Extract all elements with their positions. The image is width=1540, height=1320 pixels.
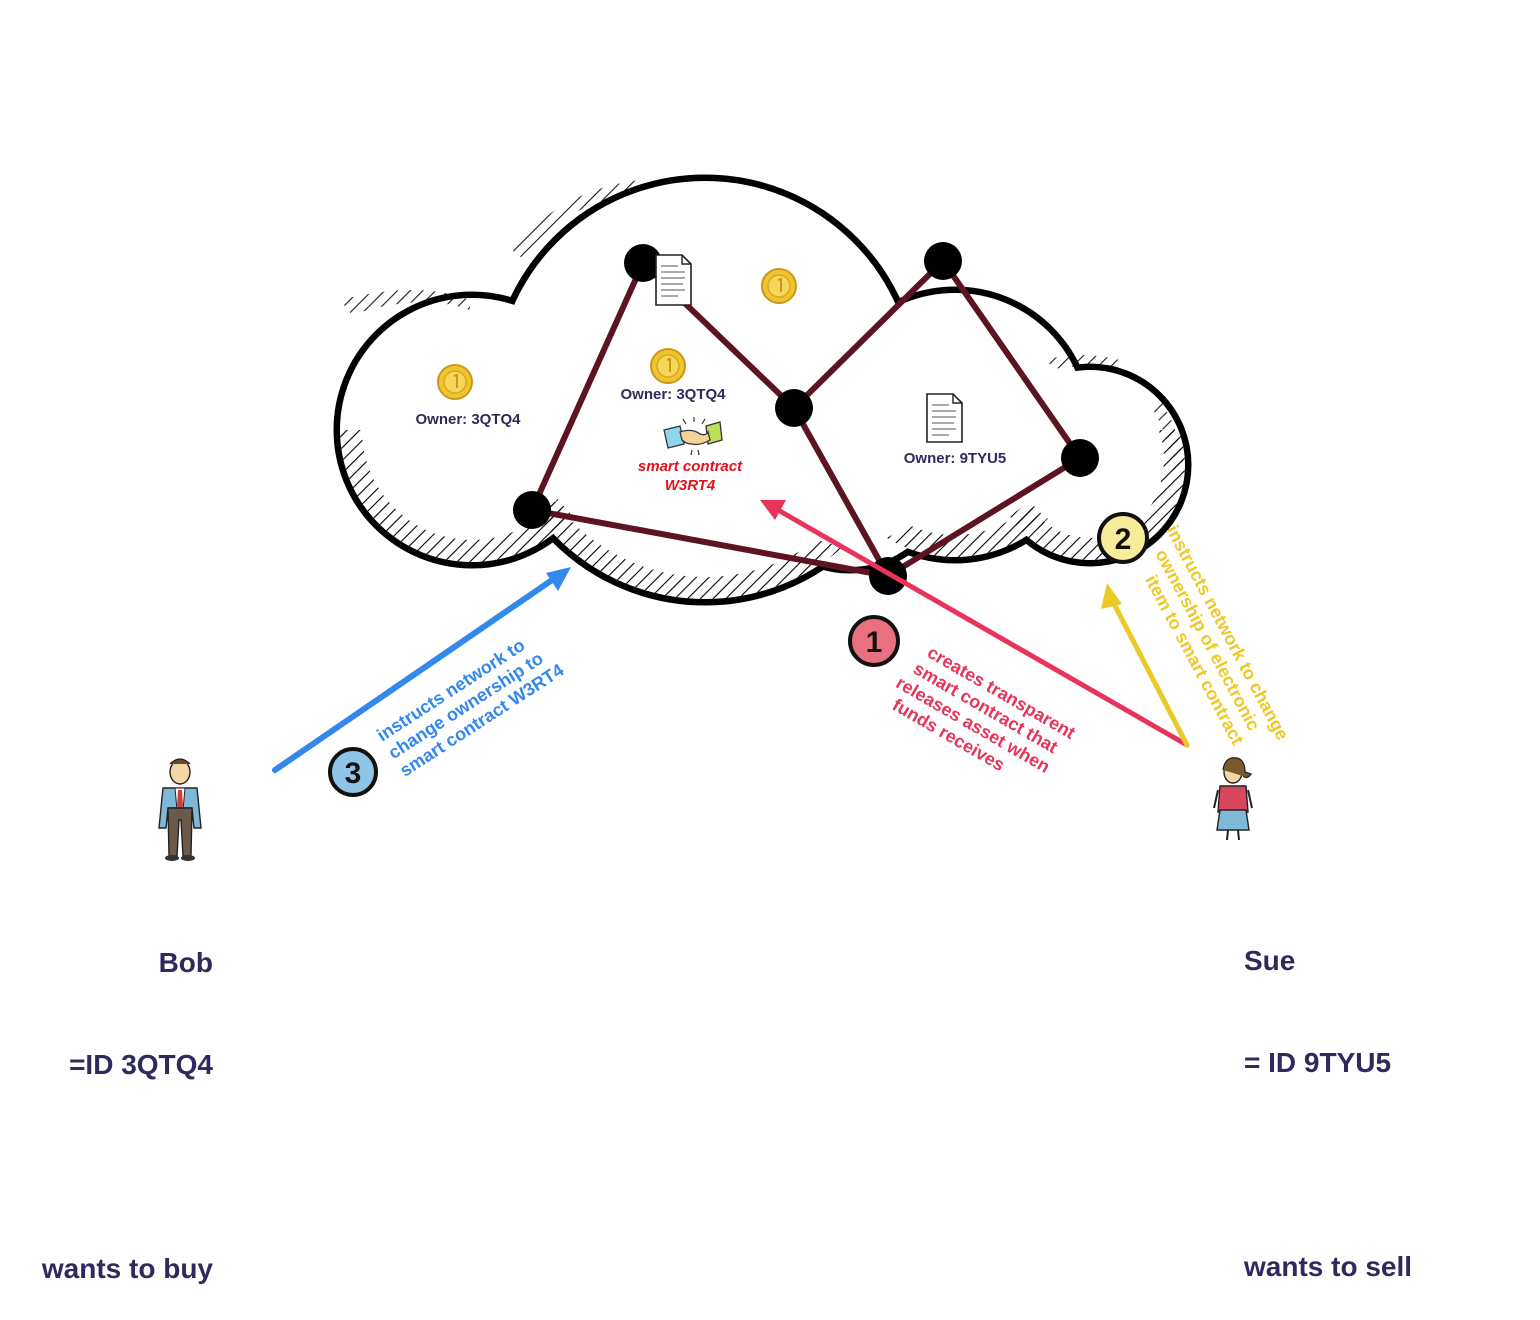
network-link: [529, 507, 891, 579]
sue-label: Sue = ID 9TYU5 wants to sell: [1244, 876, 1412, 1318]
network-node: [1061, 439, 1099, 477]
handshake-icon: [663, 417, 723, 456]
bob-intent: wants to buy: [41, 1253, 213, 1284]
blockchain-network-diagram: Owner: 3QTQ4 Owner: 3QTQ4 Owner: 9TYU5 s…: [158, 174, 1293, 861]
gold-coin-icon: [650, 348, 686, 384]
step-1-number: 1: [866, 626, 883, 659]
businesswoman-icon: [1213, 757, 1253, 841]
gold-coin-icon: [761, 268, 797, 304]
network-link: [940, 258, 1083, 461]
step-3-text: instructs network to change ownership to…: [373, 635, 567, 781]
sue-id: = ID 9TYU5: [1244, 1047, 1392, 1078]
network-link: [791, 405, 891, 579]
network-link: [791, 258, 946, 411]
owner-label: Owner: 3QTQ4: [620, 386, 726, 403]
businessman-icon: [158, 758, 202, 861]
gold-coin-icon: [437, 364, 473, 400]
bob-id: =ID 3QTQ4: [69, 1049, 213, 1080]
network-node: [513, 491, 551, 529]
network-link: [529, 260, 646, 513]
network-node: [624, 244, 662, 282]
step-3-badge: 3: [328, 747, 378, 797]
document-icon: [655, 254, 692, 306]
step-3-number: 3: [345, 757, 362, 790]
step-2-number: 2: [1115, 523, 1132, 556]
step-2-text: instructs network to change ownership of…: [1141, 522, 1292, 748]
owner-label: Owner: 3QTQ4: [415, 411, 521, 428]
sue-intent: wants to sell: [1244, 1251, 1413, 1282]
bob-name: Bob: [158, 947, 213, 978]
smart-contract-id: W3RT4: [665, 477, 716, 494]
network-node: [775, 389, 813, 427]
document-icon: [926, 393, 963, 443]
network-node: [924, 242, 962, 280]
step-2-arrow: [1101, 583, 1190, 748]
owner-label: Owner: 9TYU5: [904, 450, 1007, 467]
bob-label: Bob =ID 3QTQ4 wants to buy: [42, 878, 213, 1320]
network-link: [885, 455, 1083, 579]
step-1-badge: 1: [848, 615, 900, 667]
step-2-badge: 2: [1097, 512, 1149, 564]
smart-contract-label: smart contract: [638, 458, 743, 475]
step-1-text: creates transparent smart contract that …: [889, 642, 1079, 777]
sue-name: Sue: [1244, 945, 1296, 976]
step-1-arrow: [760, 500, 1190, 748]
step-3-arrow: [272, 567, 571, 773]
